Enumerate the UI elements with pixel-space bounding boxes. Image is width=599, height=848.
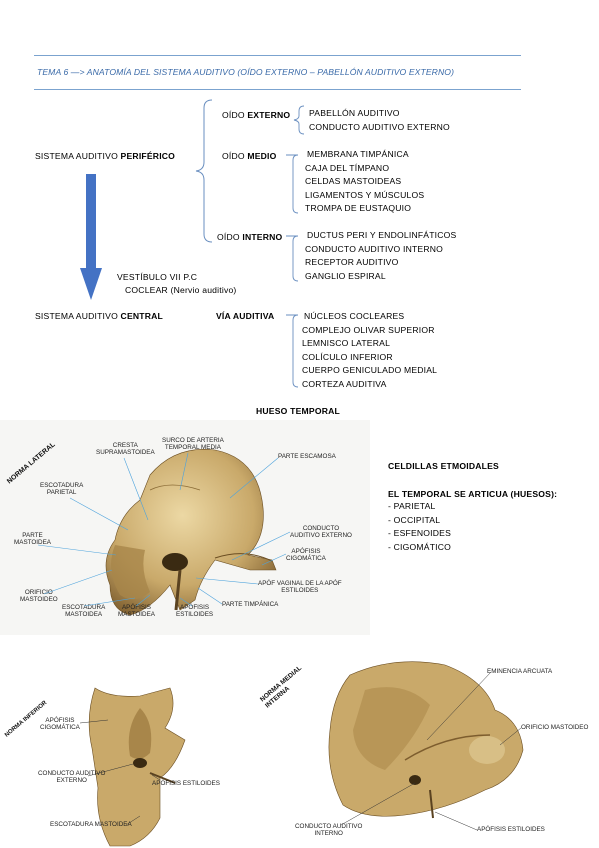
inner-ear-label: OÍDO INTERNO	[217, 232, 283, 242]
medial-leader-lines	[340, 671, 522, 831]
list-item: CUERPO GENICULADO MEDIAL	[302, 365, 438, 376]
list-item: CORTEZA AUDITIVA	[302, 378, 387, 389]
nerve-line-2: COCLEAR (Nervio auditivo)	[125, 284, 237, 295]
list-item: COLÍCULO INFERIOR	[302, 351, 393, 362]
peripheral-system-label: SISTEMA AUDITIVO PERIFÉRICO	[35, 151, 176, 161]
outer-ear-label: OÍDO EXTERNO	[222, 110, 291, 120]
inferior-leader-lines	[79, 719, 161, 826]
label-med-orificio: ORIFICIO MASTOIDEO	[521, 724, 589, 731]
list-item: CONDUCTO AUDITIVO INTERNO	[305, 243, 444, 254]
list-item: - ESFENOIDES	[388, 528, 452, 539]
articulates-note: EL TEMPORAL SE ARTICUA (HUESOS):	[388, 489, 558, 499]
pathway-list: NÚCLEOS COCLEARES COMPLEJO OLIVAR SUPERI…	[302, 310, 437, 392]
inner-ear-brace	[286, 235, 299, 282]
outer-ear-list: PABELLÓN AUDITIVO CONDUCTO AUDITIVO EXTE…	[309, 107, 450, 134]
outer-ear-brace	[293, 105, 305, 135]
list-item: COMPLEJO OLIVAR SUPERIOR	[302, 324, 435, 335]
list-item: LIGAMENTOS Y MÚSCULOS	[305, 189, 425, 200]
list-item: - PARIETAL	[388, 501, 436, 511]
list-item: - OCCIPITAL	[388, 514, 441, 525]
temporal-bone-lateral-drawing	[0, 420, 370, 635]
label-escamosa: PARTE ESCAMOSA	[278, 453, 336, 460]
down-arrow-icon	[80, 174, 102, 300]
list-item: CAJA DEL TÍMPANO	[305, 162, 390, 173]
list-item: PABELLÓN AUDITIVO	[309, 108, 400, 118]
label-timpanica: PARTE TIMPÁNICA	[222, 601, 279, 608]
temporal-bone-inferior-drawing	[88, 687, 186, 847]
middle-ear-list: MEMBRANA TIMPÁNICA CAJA DEL TÍMPANO CELD…	[305, 148, 424, 216]
central-system-label: SISTEMA AUDITIVO CENTRAL	[35, 311, 164, 321]
list-item: RECEPTOR AUDITIVO	[305, 257, 399, 268]
nerve-note: VESTÍBULO VII P.C COCLEAR (Nervio auditi…	[117, 271, 237, 296]
label-inf-estiloides: APÓFISIS ESTILOIDES	[152, 780, 220, 787]
title-rule	[34, 89, 521, 90]
label-med-estiloides: APÓFISIS ESTILOIDES	[477, 826, 545, 833]
list-item: MEMBRANA TIMPÁNICA	[307, 149, 409, 159]
lateral-leader-lines	[37, 452, 291, 607]
list-item: NÚCLEOS COCLEARES	[304, 311, 405, 321]
list-item: CELDAS MASTOIDEAS	[305, 176, 402, 187]
list-item: TROMPA DE EUSTAQUIO	[305, 203, 412, 214]
articulates-list: - PARIETAL - OCCIPITAL - ESFENOIDES - CI…	[388, 500, 451, 554]
auditory-pathway-label: VÍA AUDITIVA	[216, 311, 275, 321]
document-title: TEMA 6 —> ANATOMÍA DEL SISTEMA AUDITIVO …	[37, 67, 455, 77]
temporal-bone-medial-drawing	[328, 661, 524, 819]
list-item: CONDUCTO AUDITIVO EXTERNO	[309, 121, 450, 132]
list-item: - CIGOMÁTICO	[388, 541, 452, 552]
peripheral-brace	[195, 99, 213, 243]
bone-heading: HUESO TEMPORAL	[256, 406, 340, 416]
label-med-eminencia: EMINENCIA ARCUATA	[487, 668, 553, 675]
middle-ear-brace	[286, 154, 299, 214]
list-item: DUCTUS PERI Y ENDOLINFÁTICOS	[307, 230, 457, 240]
top-rule	[34, 55, 521, 56]
label-inf-escotadura: ESCOTADURA MASTOIDEA	[50, 821, 132, 828]
list-item: LEMNISCO LATERAL	[302, 338, 391, 349]
cells-note: CELDILLAS ETMOIDALES	[388, 461, 499, 471]
inner-ear-list: DUCTUS PERI Y ENDOLINFÁTICOS CONDUCTO AU…	[305, 229, 457, 283]
list-item: GANGLIO ESPIRAL	[305, 270, 386, 281]
nerve-line-1: VESTÍBULO VII P.C	[117, 272, 198, 282]
pathway-brace	[286, 314, 299, 388]
middle-ear-label: OÍDO MEDIO	[222, 151, 277, 161]
